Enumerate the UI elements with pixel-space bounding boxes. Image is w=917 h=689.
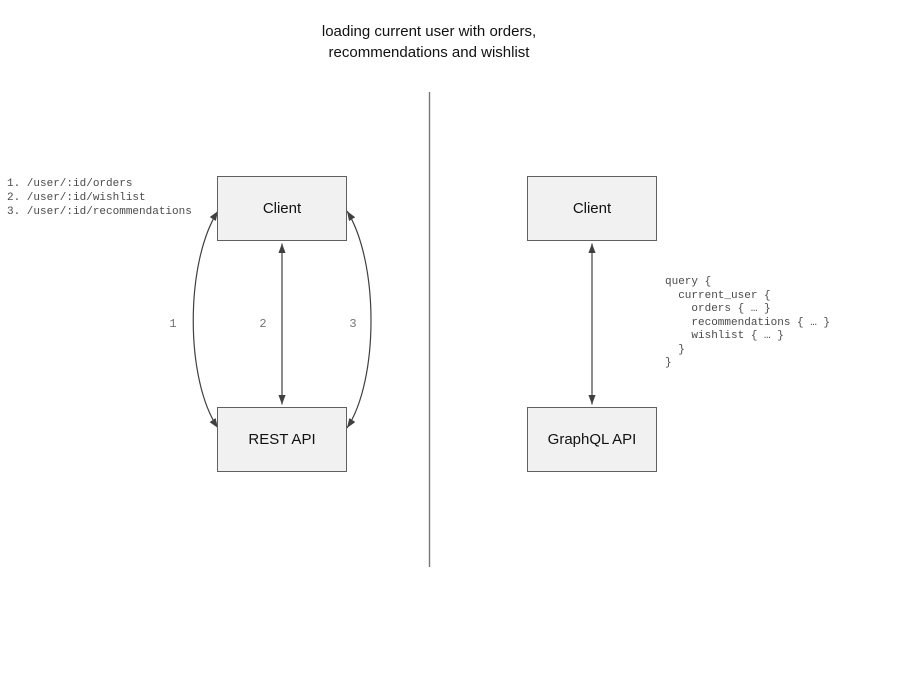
- endpoint-item: 2. /user/:id/wishlist: [7, 192, 146, 204]
- endpoint-item: 1. /user/:id/orders: [7, 178, 133, 190]
- arrow-label-1: 1: [169, 317, 177, 331]
- code-line: }: [665, 357, 672, 369]
- rest-arrow-1-curve: [192, 210, 219, 429]
- client-box-right-label: Client: [572, 200, 612, 217]
- diagram-title: loading current user with orders, recomm…: [321, 23, 537, 61]
- code-line: recommendations { … }: [665, 316, 831, 329]
- endpoint-list: 1. /user/:id/orders 2. /user/:id/wishlis…: [7, 177, 192, 219]
- code-line: orders { … }: [665, 303, 771, 315]
- code-line: current_user {: [665, 289, 771, 302]
- graphql-api-box: GraphQL API: [527, 407, 657, 472]
- graphql-api-box-label: GraphQL API: [547, 431, 637, 448]
- client-box-right: Client: [527, 176, 657, 241]
- rest-arrow-3-curve: [346, 210, 372, 429]
- code-line: query {: [665, 276, 712, 288]
- client-box-left-label: Client: [262, 200, 302, 217]
- rest-api-box-label: REST API: [248, 431, 316, 448]
- client-box-left: Client: [217, 176, 347, 241]
- arrow-label-2: 2: [259, 317, 267, 331]
- endpoint-item: 3. /user/:id/recommendations: [7, 206, 192, 218]
- rest-api-box: REST API: [217, 407, 347, 472]
- arrow-label-3: 3: [349, 317, 357, 331]
- code-line: wishlist { … }: [665, 330, 784, 342]
- graphql-query-code: query { current_user { orders { … } reco…: [665, 276, 830, 371]
- code-line: }: [665, 343, 685, 356]
